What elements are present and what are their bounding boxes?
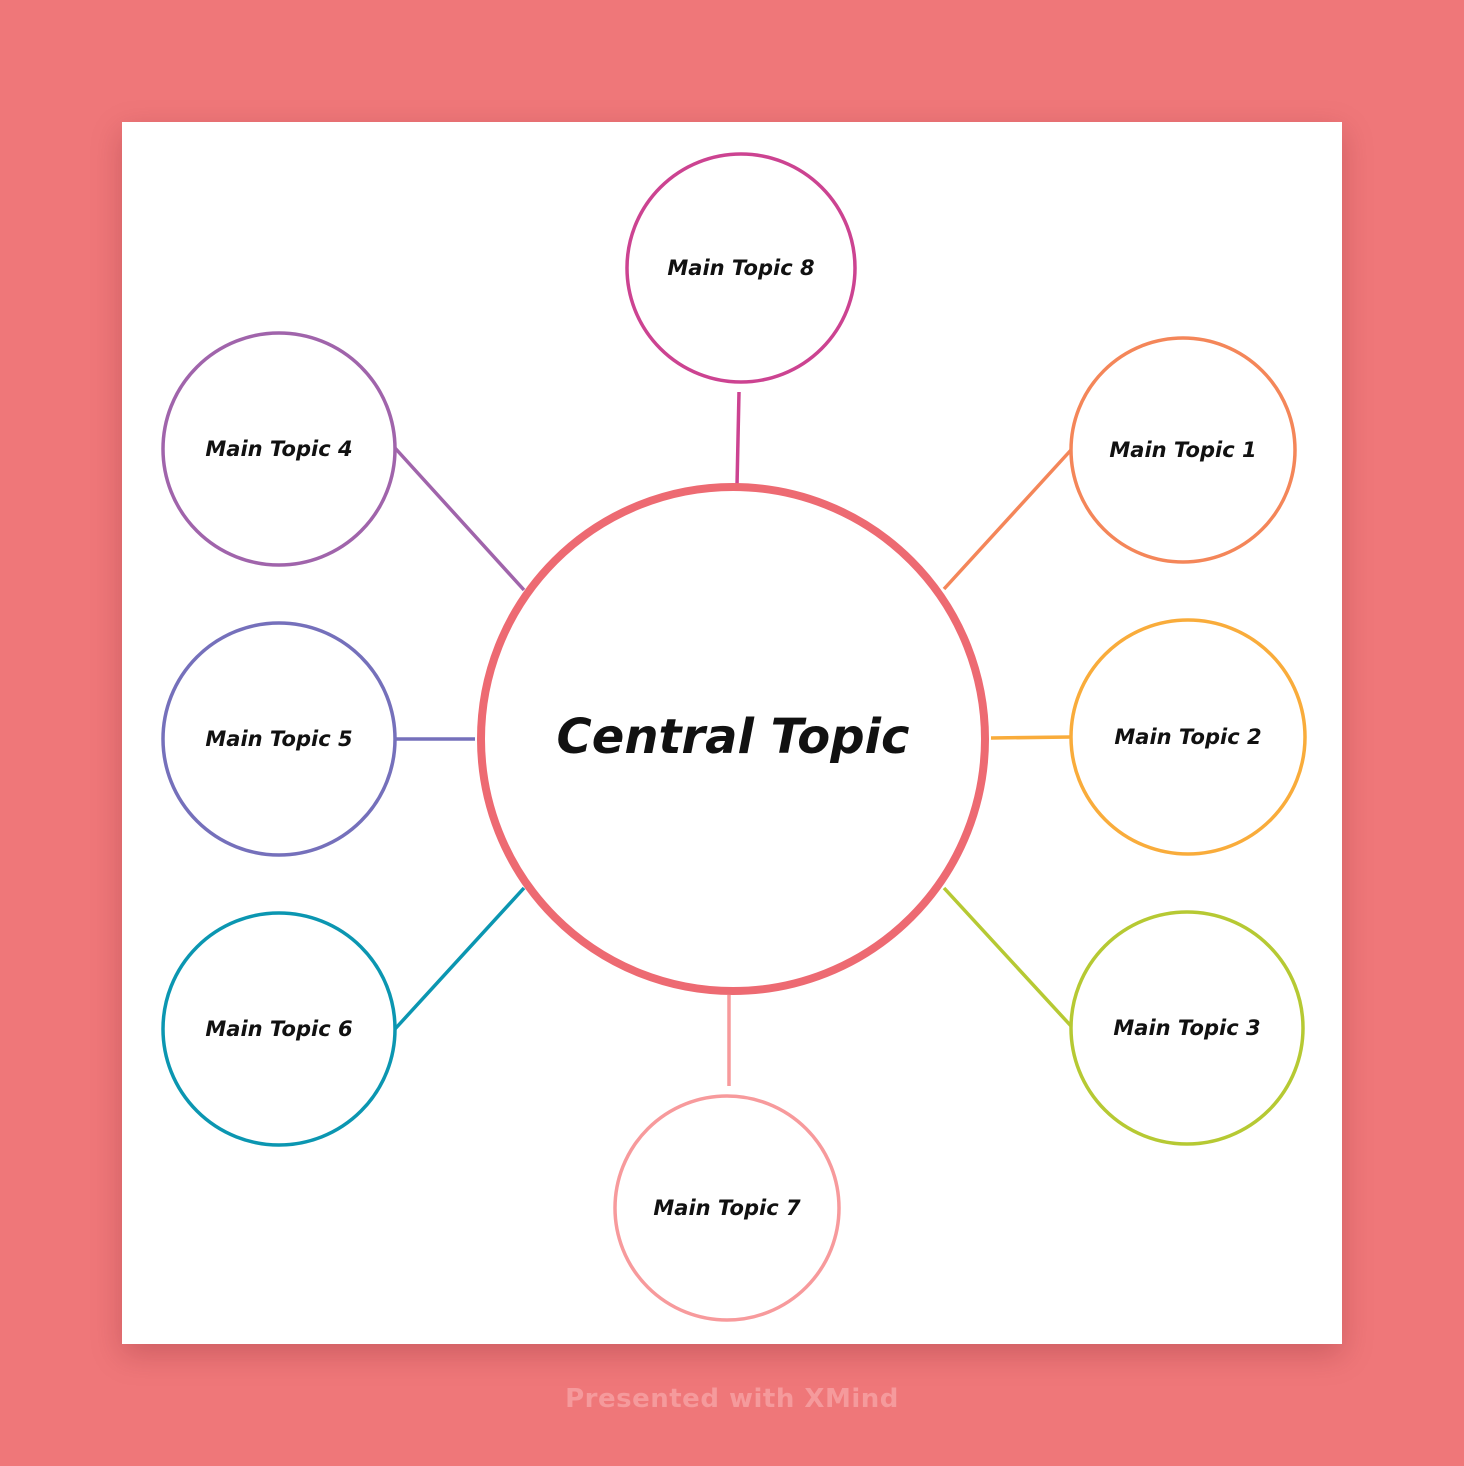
main-topic-8-node[interactable]: Main Topic 8: [625, 152, 857, 384]
main-topic-3-node[interactable]: Main Topic 3: [1069, 910, 1305, 1146]
central-topic-label: Central Topic: [557, 709, 910, 765]
main-topic-3-circle: [1069, 910, 1305, 1146]
main-topic-6-circle: [161, 911, 397, 1147]
main-topic-4-circle: [161, 331, 397, 567]
main-topic-4-node[interactable]: Main Topic 4: [161, 331, 397, 567]
connector-main-topic-4: [393, 446, 526, 592]
main-topic-1-circle: [1069, 336, 1297, 564]
main-topic-7-circle: [613, 1094, 841, 1322]
main-topic-4-label: Main Topic 4: [205, 437, 352, 461]
central-topic-circle: [477, 483, 989, 995]
main-topic-6-label: Main Topic 6: [205, 1017, 352, 1041]
connector-main-topic-2: [990, 735, 1072, 740]
main-topic-5-circle: [161, 621, 397, 857]
main-topic-2-label: Main Topic 2: [1114, 725, 1261, 749]
main-topic-5-label: Main Topic 5: [205, 727, 352, 751]
main-topic-7-node[interactable]: Main Topic 7: [613, 1094, 841, 1322]
main-topic-8-circle: [625, 152, 857, 384]
connector-main-topic-8: [735, 391, 741, 487]
mind-map-canvas: Central Topic Main Topic 8 Main Topic 4 …: [122, 122, 1342, 1344]
connector-main-topic-1: [942, 448, 1073, 591]
main-topic-2-node[interactable]: Main Topic 2: [1069, 618, 1307, 856]
main-topic-2-circle: [1069, 618, 1307, 856]
main-topic-8-label: Main Topic 8: [667, 256, 814, 280]
main-topic-1-label: Main Topic 1: [1109, 438, 1256, 462]
central-topic-node[interactable]: Central Topic: [477, 483, 989, 995]
main-topic-7-label: Main Topic 7: [653, 1196, 801, 1220]
main-topic-5-node[interactable]: Main Topic 5: [161, 621, 397, 857]
main-topic-1-node[interactable]: Main Topic 1: [1069, 336, 1297, 564]
main-topic-3-label: Main Topic 3: [1113, 1016, 1260, 1040]
main-topic-6-node[interactable]: Main Topic 6: [161, 911, 397, 1147]
connector-main-topic-6: [393, 886, 526, 1031]
footer-credit: Presented with XMind: [565, 1384, 899, 1414]
connector-main-topic-3: [942, 886, 1073, 1028]
mind-map-svg: Central Topic Main Topic 8 Main Topic 4 …: [161, 152, 1307, 1322]
